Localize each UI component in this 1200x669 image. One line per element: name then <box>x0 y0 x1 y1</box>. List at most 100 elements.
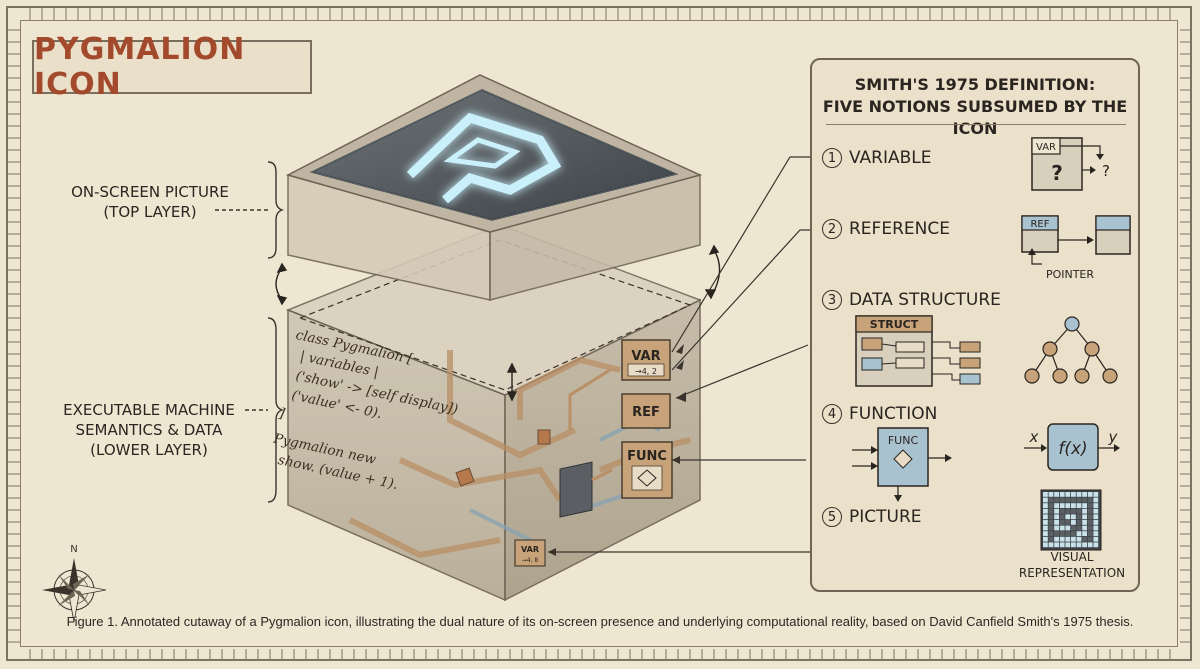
pixel-cell <box>1076 542 1082 548</box>
pixel-cell <box>1048 536 1054 542</box>
lower-layer-label-line3: (LOWER LAYER) <box>90 441 208 459</box>
pixel-cell <box>1059 525 1065 531</box>
struct-icon: STRUCT <box>855 315 981 387</box>
pixel-cell <box>1076 525 1082 531</box>
pixel-cell <box>1087 514 1093 520</box>
pixel-cell <box>1054 503 1059 508</box>
pixel-cell <box>1054 508 1059 514</box>
variable-box-icon: VAR ? ? <box>1031 137 1110 191</box>
pixel-cell <box>1071 531 1076 536</box>
compass-rose-icon: N <box>42 544 107 623</box>
pixel-cell <box>1093 520 1099 525</box>
lower-layer-bracket <box>245 317 285 503</box>
pixel-cell <box>1059 503 1065 508</box>
small-var-label: VAR <box>521 545 539 554</box>
notion-label: DATA STRUCTURE <box>849 290 1001 310</box>
notion-function: 4 FUNCTION <box>822 404 937 424</box>
pixel-cell <box>1059 508 1065 514</box>
notion-label: PICTURE <box>849 507 922 527</box>
top-layer-label-line1: ON-SCREEN PICTURE <box>71 183 229 201</box>
function-box-icon: FUNC <box>852 427 952 502</box>
compass-north: N <box>70 544 77 555</box>
leader-arrowheads <box>548 344 686 556</box>
pixel-cell <box>1082 536 1087 542</box>
pixel-cell <box>1076 492 1082 497</box>
var-icon-out: ? <box>1102 162 1110 180</box>
pixel-cell <box>1065 492 1071 497</box>
pixel-cell <box>1059 520 1065 525</box>
pixel-cell <box>1071 503 1076 508</box>
pixel-cell <box>1087 520 1093 525</box>
pixel-cell <box>1082 525 1087 531</box>
pixel-cell <box>1093 542 1099 548</box>
pixel-cell <box>1065 525 1071 531</box>
pixel-cell <box>1082 508 1087 514</box>
inner-border <box>20 20 1178 647</box>
pixel-cell <box>1054 497 1059 503</box>
pixel-cell <box>1076 497 1082 503</box>
pixel-cell <box>1043 514 1048 520</box>
pixel-cell <box>1082 503 1087 508</box>
notion-number: 2 <box>822 219 842 239</box>
pixel-cell <box>1076 536 1082 542</box>
notion-picture: 5 PICTURE <box>822 507 922 527</box>
picture-note-line2: REPRESENTATION <box>1019 566 1125 580</box>
var-module-sub: →4, 2 <box>635 367 657 376</box>
pixel-cell <box>1059 542 1065 548</box>
pixel-cell <box>1065 503 1071 508</box>
pixel-cell <box>1065 497 1071 503</box>
pixel-cell <box>1093 497 1099 503</box>
pixel-cell <box>1065 514 1071 520</box>
notion-label: FUNCTION <box>849 404 938 424</box>
pixel-cell <box>1071 536 1076 542</box>
pixel-cell <box>1087 508 1093 514</box>
small-var-sub: →4, 8 <box>522 557 539 564</box>
pixel-cell <box>1071 492 1076 497</box>
pixel-cell <box>1087 542 1093 548</box>
pixel-cell <box>1082 514 1087 520</box>
pixel-cell <box>1093 536 1099 542</box>
separation-arrows <box>275 244 721 402</box>
small-var-module: VAR →4, 8 <box>514 539 546 567</box>
pixel-cell <box>1048 520 1054 525</box>
pixel-cell <box>1093 525 1099 531</box>
pixel-cell <box>1048 525 1054 531</box>
panel-title: SMITH'S 1975 DEFINITION: FIVE NOTIONS SU… <box>812 74 1138 140</box>
top-layer-label-line2: (TOP LAYER) <box>103 203 197 221</box>
pixel-cell <box>1093 514 1099 520</box>
pixel-picture-icon <box>1040 489 1102 551</box>
pixel-cell <box>1054 514 1059 520</box>
pixel-cell <box>1043 508 1048 514</box>
pixel-cell <box>1043 531 1048 536</box>
pixel-cell <box>1043 503 1048 508</box>
pixel-cell <box>1043 525 1048 531</box>
pixel-cell <box>1048 497 1054 503</box>
pixel-cell <box>1043 497 1048 503</box>
pixel-cell <box>1048 503 1054 508</box>
pixel-cell <box>1065 531 1071 536</box>
page-title: PYGMALION ICON <box>34 32 246 102</box>
notion-reference: 2 REFERENCE <box>822 219 950 239</box>
notion-number: 5 <box>822 507 842 527</box>
pixel-cell <box>1093 503 1099 508</box>
pixel-cell <box>1071 508 1076 514</box>
pixel-cell <box>1076 514 1082 520</box>
internal-arrows <box>568 368 613 482</box>
figure-caption: Figure 1. Annotated cutaway of a Pygmali… <box>66 614 1134 629</box>
func-icon-tag: FUNC <box>888 434 919 447</box>
pixel-cell <box>1087 492 1093 497</box>
lower-layer-label-line1: EXECUTABLE MACHINE <box>63 401 235 419</box>
var-icon-value: ? <box>1051 161 1063 185</box>
func-module: FUNC <box>621 441 673 499</box>
panel-icons: VAR ? ? REF POINTER <box>852 137 1131 580</box>
panel-title-line1: SMITH'S 1975 DEFINITION: <box>854 75 1096 94</box>
pixel-cell <box>1048 514 1054 520</box>
pixel-cell <box>1043 520 1048 525</box>
fx-icon-x: x <box>1029 428 1039 446</box>
pixel-cell <box>1087 497 1093 503</box>
notion-number: 3 <box>822 290 842 310</box>
pixel-cell <box>1048 542 1054 548</box>
pixel-cell <box>1076 531 1082 536</box>
pixel-cell <box>1048 492 1054 497</box>
pixel-cell <box>1087 536 1093 542</box>
